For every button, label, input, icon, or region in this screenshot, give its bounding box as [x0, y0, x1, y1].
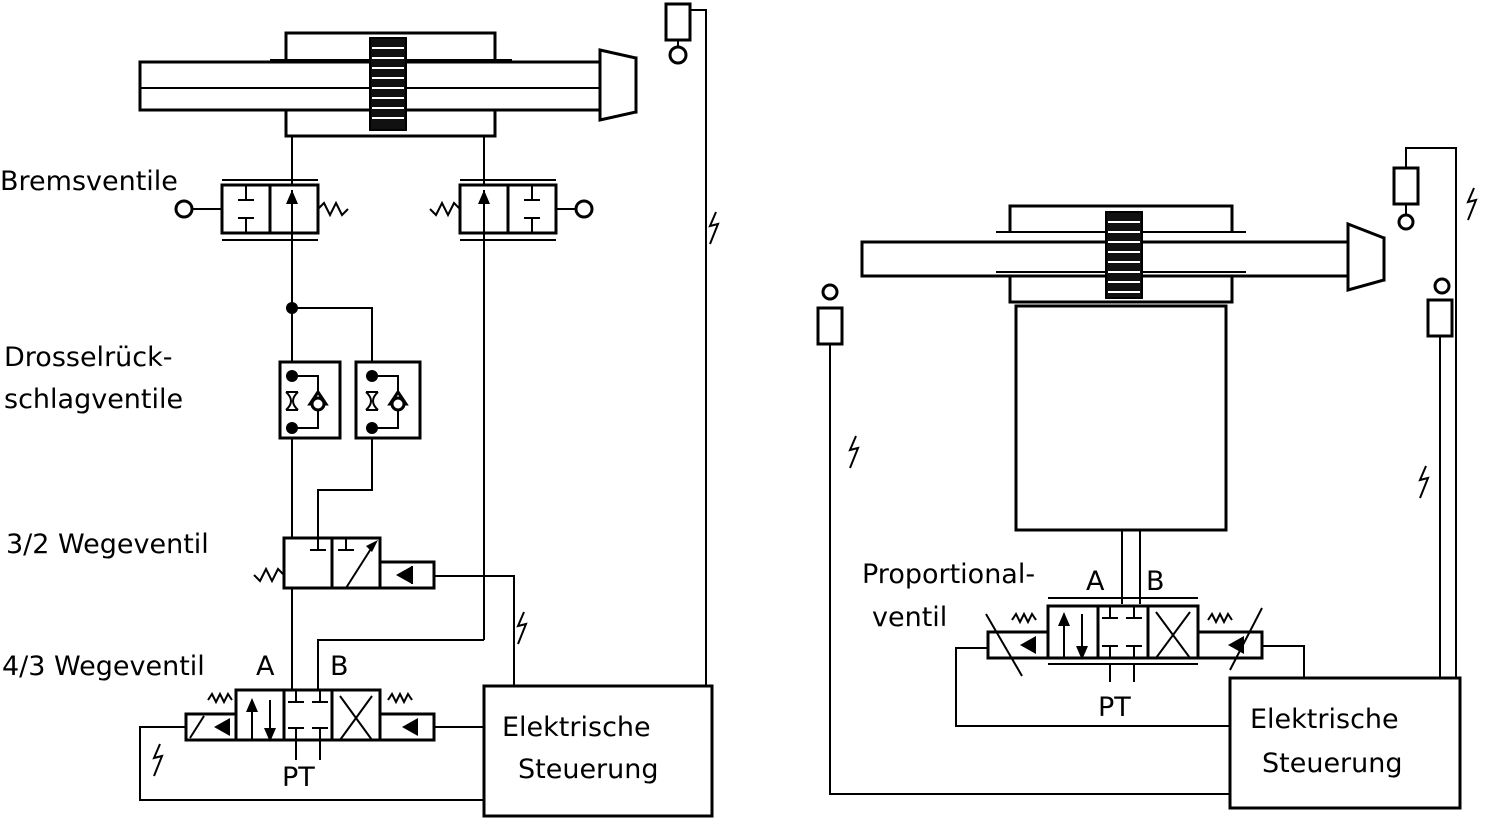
left-control-label-1: Elektrische: [502, 712, 651, 743]
left-control-label-2: Steuerung: [518, 754, 659, 785]
right-circuit: Proportional- ventil A B: [816, 147, 1478, 810]
port-a-right: A: [1086, 566, 1105, 597]
port-b-left: B: [330, 651, 349, 682]
port-a-left: A: [256, 651, 275, 682]
left-brake-valve-2: [429, 179, 594, 241]
directional-valve-3-2: [253, 536, 436, 590]
right-sensor-1: [1392, 147, 1478, 678]
right-sensor-2: [1418, 277, 1454, 678]
right-control-label-2: Steuerung: [1262, 748, 1403, 779]
label-drossel-1: Drosselrück-: [4, 342, 173, 373]
label-3-2-wegeventil: 3/2 Wegeventil: [6, 529, 209, 560]
label-proportional-1: Proportional-: [862, 559, 1035, 590]
left-circuit: Bremsventile: [0, 2, 720, 818]
proportional-valve: [985, 597, 1264, 677]
throttle-check-valve-1: [278, 360, 342, 440]
left-position-sensor: [664, 2, 720, 686]
label-drossel-2: schlagventile: [4, 384, 183, 415]
right-control-unit: [1228, 676, 1462, 810]
throttle-check-valve-2: [354, 360, 422, 440]
right-motor-housing: [860, 204, 1386, 532]
right-control-label-1: Elektrische: [1250, 704, 1399, 735]
port-pt-left: PT: [282, 762, 315, 793]
port-b-right: B: [1146, 566, 1165, 597]
right-sensor-3: [816, 283, 1230, 795]
label-bremsventile: Bremsventile: [0, 166, 178, 197]
left-brake-valve-1: [174, 179, 349, 241]
port-pt-right: PT: [1098, 692, 1131, 723]
left-motor-housing: [138, 31, 638, 138]
label-4-3-wegeventil: 4/3 Wegeventil: [2, 651, 205, 682]
left-control-unit: [482, 684, 714, 818]
label-proportional-2: ventil: [872, 602, 947, 633]
directional-valve-4-3: [184, 688, 436, 742]
